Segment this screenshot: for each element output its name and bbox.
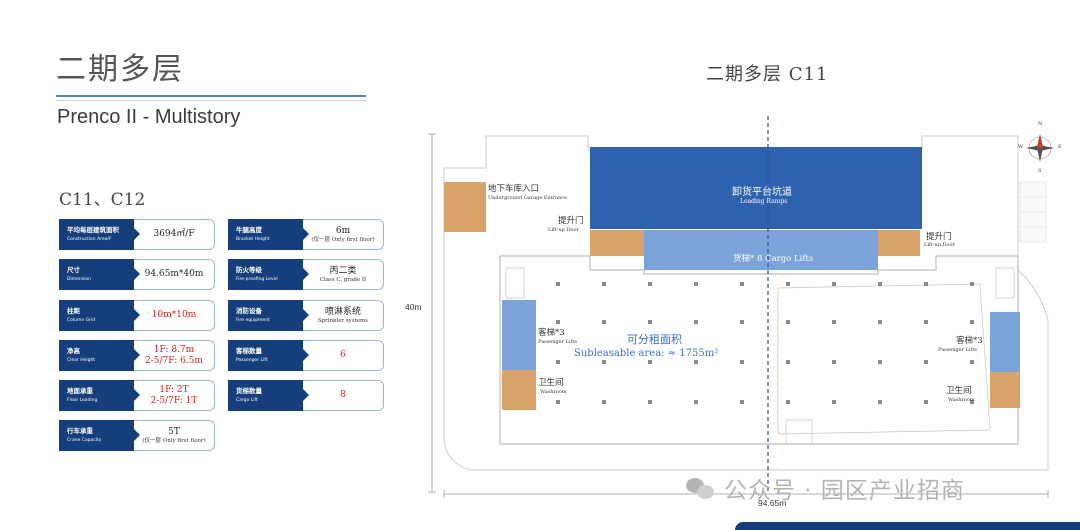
passenger-lifts-right-en: Passenger Lifts [938, 347, 977, 353]
passenger-lifts-right-label: 客梯*3 [956, 336, 983, 346]
spec-value: 94.65m*40m [134, 259, 215, 290]
height-dimension: 40m [405, 302, 422, 312]
garage-entrance-en: Underground Garage Entrance [488, 195, 568, 201]
floor-plan-title: 二期多层 C11 [706, 64, 829, 85]
subleasable-area-label: 可分租面积 [627, 333, 682, 346]
washroom-right-label: 卫生间 [946, 386, 972, 396]
title-divider [56, 95, 366, 97]
lift-door-right-label: 提升门 [926, 232, 952, 242]
width-dimension: 94.65m [758, 498, 787, 508]
lift-up-door-right [878, 230, 920, 256]
passenger-lifts-left-label: 客梯*3 [538, 328, 565, 338]
spec-value: 5T(仅一层 Only first floor) [134, 420, 215, 451]
stair-left [505, 267, 525, 299]
washroom-right-en: Washroom [948, 397, 975, 403]
loading-ramps-en: Loading Ramps [740, 198, 788, 205]
washroom-left-label: 卫生间 [538, 378, 564, 388]
watermark-text: 公众号 · 园区产业招商 [724, 478, 965, 504]
washroom-left [502, 370, 536, 410]
spec-value: 6m(仅一层 Only first floor) [303, 219, 384, 250]
stair-bottom [785, 419, 813, 445]
lift-door-left-en: Lift-up Door [548, 227, 579, 233]
compass-n: N [1038, 121, 1043, 127]
loading-ramps-label: 卸货平台坑道 [732, 187, 792, 198]
lift-up-door-left [590, 230, 644, 256]
passenger-lifts-left [502, 300, 536, 370]
cargo-lifts-label: 货梯* 8 Cargo Lifts [733, 254, 814, 264]
cargo-lifts-zone [644, 230, 878, 270]
wechat-icon [686, 476, 716, 500]
watermark: 公众号 · 园区产业招商 [686, 471, 965, 505]
passenger-lifts-right [990, 312, 1020, 372]
compass [1026, 134, 1054, 162]
spec-value: 6 [303, 340, 384, 371]
spec-value: 8 [303, 380, 384, 411]
spec-value: 3694㎡/F [134, 219, 215, 250]
compass-e: E [1058, 144, 1062, 150]
lift-door-right-en: Lift-up Door [924, 242, 955, 248]
page-title: 二期多层 [56, 52, 184, 87]
inner-mezzanine [777, 283, 991, 435]
loading-ramps-zone [590, 147, 922, 229]
garage-entrance-block [444, 182, 486, 232]
washroom-left-en: Washroom [540, 389, 567, 395]
spec-value: 10m*10m [134, 300, 215, 331]
stair-right [995, 267, 1015, 299]
subleasable-area-value: Subleasable area: ≈ 1755m² [574, 348, 719, 359]
building-codes: C11、C12 [59, 190, 146, 210]
washroom-right [990, 372, 1020, 408]
page-subtitle: Prenco II - Multistory [57, 106, 241, 128]
compass-s: S [1038, 168, 1042, 174]
passenger-lifts-left-en: Passenger Lifts [538, 339, 577, 345]
garage-entrance-label: 地下车库入口 [488, 184, 540, 194]
compass-w: W [1018, 144, 1024, 150]
column-grid [556, 282, 974, 404]
title-divider-thin [56, 100, 366, 101]
footer-accent-bar [735, 522, 1080, 530]
lift-door-left-label: 提升门 [558, 216, 584, 226]
